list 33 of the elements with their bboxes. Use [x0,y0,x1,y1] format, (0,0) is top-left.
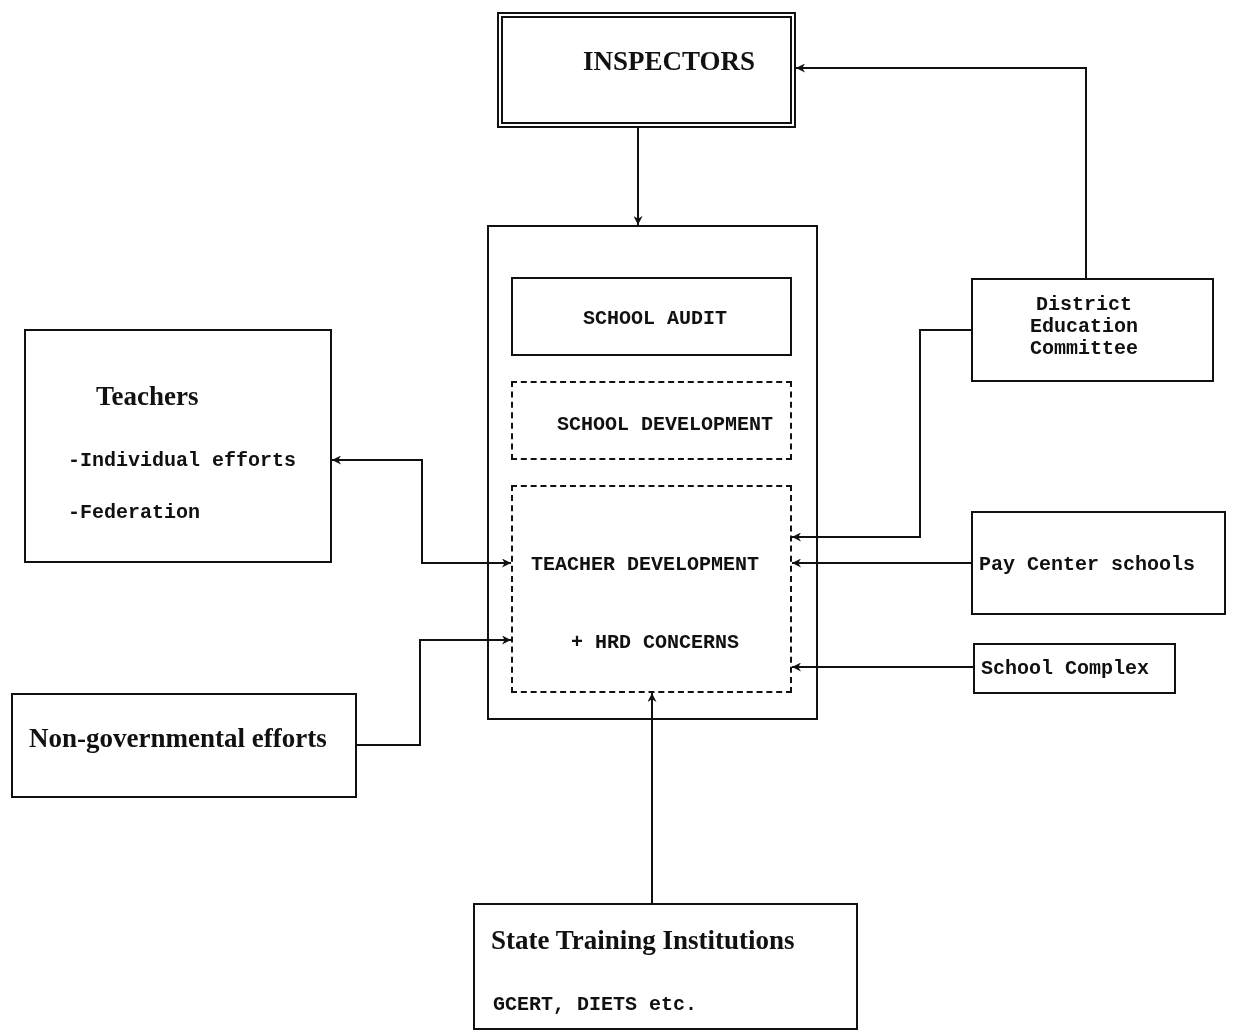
label-text: TEACHER DEVELOPMENT [531,553,760,576]
label-text: District Education Committee [1029,294,1139,360]
process-box [511,277,792,356]
label-text: -Individual efforts [68,449,297,472]
label-text: -Federation [68,501,201,524]
source-box [24,329,332,563]
source-box [973,643,1176,694]
arrow [791,558,972,568]
container-box [487,225,818,720]
inspectors-box [497,12,796,128]
source-box [473,903,858,1030]
arrow [791,329,972,542]
arrow [795,63,1087,279]
label-text: + HRD CONCERNS [571,631,740,654]
label-text: SCHOOL AUDIT [583,307,728,330]
label-text: Pay Center schools [979,553,1196,576]
heading-text: Non-governmental efforts [29,723,327,754]
heading-text: Teachers [96,381,199,412]
process-box [511,485,792,693]
label-text: School Complex [981,657,1150,680]
label-text: GCERT, DIETS etc. [493,993,698,1016]
heading-text: State Training Institutions [491,925,795,956]
source-box [11,693,357,798]
process-box [511,381,792,460]
heading-text: INSPECTORS [583,46,756,77]
arrow [791,662,974,672]
arrow [331,455,512,568]
label-text: SCHOOL DEVELOPMENT [557,413,774,436]
arrow [647,692,657,904]
source-box [971,511,1226,615]
arrow [633,127,643,226]
arrow [356,635,512,746]
source-box [971,278,1214,382]
